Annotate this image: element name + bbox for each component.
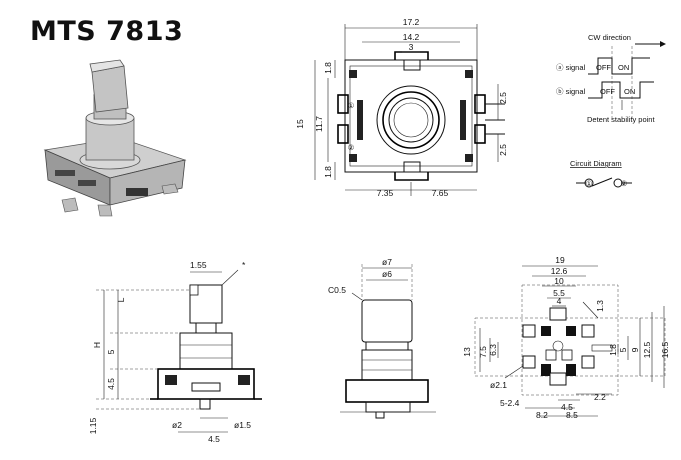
dim-top-offset: 1.8 bbox=[323, 62, 333, 74]
cw-direction-label: CW direction bbox=[588, 33, 631, 42]
dim-pin-drop: 1.15 bbox=[88, 417, 98, 434]
dim-shaft-offset: 1.55 bbox=[190, 260, 207, 270]
product-illustration bbox=[43, 59, 187, 217]
dim-l: L bbox=[116, 297, 126, 302]
pcb-dim-8-5: 8.5 bbox=[566, 410, 578, 420]
pcb-dim-12-6: 12.6 bbox=[551, 266, 568, 276]
pcb-dim-6-3: 6.3 bbox=[488, 344, 498, 356]
pcb-dim-5: 5 bbox=[618, 347, 628, 352]
side-view-drawing: 1.55 * L H 5 4.5 1.15 ø2 ø1.5 4.5 bbox=[88, 260, 262, 444]
pcb-dim-10: 10 bbox=[554, 276, 564, 286]
pcb-dim-4-5: 4.5 bbox=[561, 402, 573, 412]
dim-outer-dia: ø7 bbox=[382, 257, 392, 267]
pcb-dim-1-3: 1.3 bbox=[595, 300, 605, 312]
circuit-diagram: Circuit Diagram ① ② bbox=[570, 159, 632, 188]
pad bbox=[522, 355, 536, 369]
dim-body-height: 5 bbox=[106, 349, 116, 354]
dim-height: 15 bbox=[295, 119, 305, 129]
a-signal-on: ON bbox=[618, 63, 629, 72]
detent-label: Detent stability point bbox=[587, 115, 655, 124]
note-star: * bbox=[242, 260, 246, 270]
pad bbox=[522, 324, 536, 338]
pcb-slot-spec: 5-2.4 bbox=[500, 398, 520, 408]
dim-pin-pitch-bottom: 2.5 bbox=[498, 144, 508, 156]
pcb-dim-13: 13 bbox=[462, 347, 472, 357]
b-signal-on: ON bbox=[624, 87, 635, 96]
pcb-dim-1-8: 1.8 bbox=[608, 344, 618, 356]
dim-inner-dia: ø6 bbox=[382, 269, 392, 279]
page-title: MTS 7813 bbox=[30, 16, 184, 47]
dim-slot: 3 bbox=[409, 42, 414, 52]
pcb-dim-9: 9 bbox=[630, 347, 640, 352]
pcb-dim-16-5: 16.5 bbox=[660, 341, 670, 358]
pin1-marker: ① bbox=[348, 101, 355, 110]
pcb-dim-7-5: 7.5 bbox=[478, 346, 488, 358]
dim-pin-pitch-top: 2.5 bbox=[498, 92, 508, 104]
signal-timing-chart: CW direction ⓐ signal OFF ON ⓑ signal OF… bbox=[556, 33, 666, 124]
pcb-layout-drawing: 19 12.6 10 5.5 4 1.3 13 7.5 6.3 1.8 5 9 … bbox=[462, 255, 670, 420]
pcb-dim-4: 4 bbox=[557, 296, 562, 306]
dim-inner-height: 11.7 bbox=[314, 116, 324, 132]
dim-width: 17.2 bbox=[403, 17, 420, 27]
pad bbox=[581, 355, 595, 369]
dim-left-half: 7.35 bbox=[377, 188, 394, 198]
top-view-drawing: 17.2 14.2 3 15 11.7 1.8 1.8 7.35 7.65 2.… bbox=[295, 17, 508, 198]
pcb-dim-19: 19 bbox=[555, 255, 565, 265]
dim-chamfer: C0.5 bbox=[328, 285, 346, 295]
dim-inner-width: 14.2 bbox=[403, 32, 420, 42]
dim-h: H bbox=[92, 342, 102, 348]
pcb-hole-dia: ø2.1 bbox=[490, 380, 507, 390]
circuit-label: Circuit Diagram bbox=[570, 159, 622, 168]
circuit-node2: ② bbox=[621, 179, 628, 188]
b-signal-off: OFF bbox=[600, 87, 615, 96]
dim-base-height: 4.5 bbox=[106, 378, 116, 390]
pcb-dim-2-2: 2.2 bbox=[594, 392, 606, 402]
dim-pin-spacing: 4.5 bbox=[208, 434, 220, 444]
dim-right-half: 7.65 bbox=[432, 188, 449, 198]
pin2-marker: ② bbox=[348, 143, 355, 152]
pcb-dim-5-5: 5.5 bbox=[553, 288, 565, 298]
dim-hole-dia: ø2 bbox=[172, 420, 182, 430]
pad bbox=[581, 324, 595, 338]
front-view-drawing: ø7 ø6 C0.5 bbox=[328, 257, 436, 419]
a-signal-label: ⓐ signal bbox=[556, 63, 586, 72]
circuit-node1: ① bbox=[586, 179, 593, 188]
dim-bottom-offset: 1.8 bbox=[323, 166, 333, 178]
a-signal-off: OFF bbox=[596, 63, 611, 72]
pcb-dim-8-2: 8.2 bbox=[536, 410, 548, 420]
dim-pin-dia: ø1.5 bbox=[234, 420, 251, 430]
pcb-dim-12-5: 12.5 bbox=[642, 341, 652, 358]
b-signal-label: ⓑ signal bbox=[556, 87, 586, 96]
